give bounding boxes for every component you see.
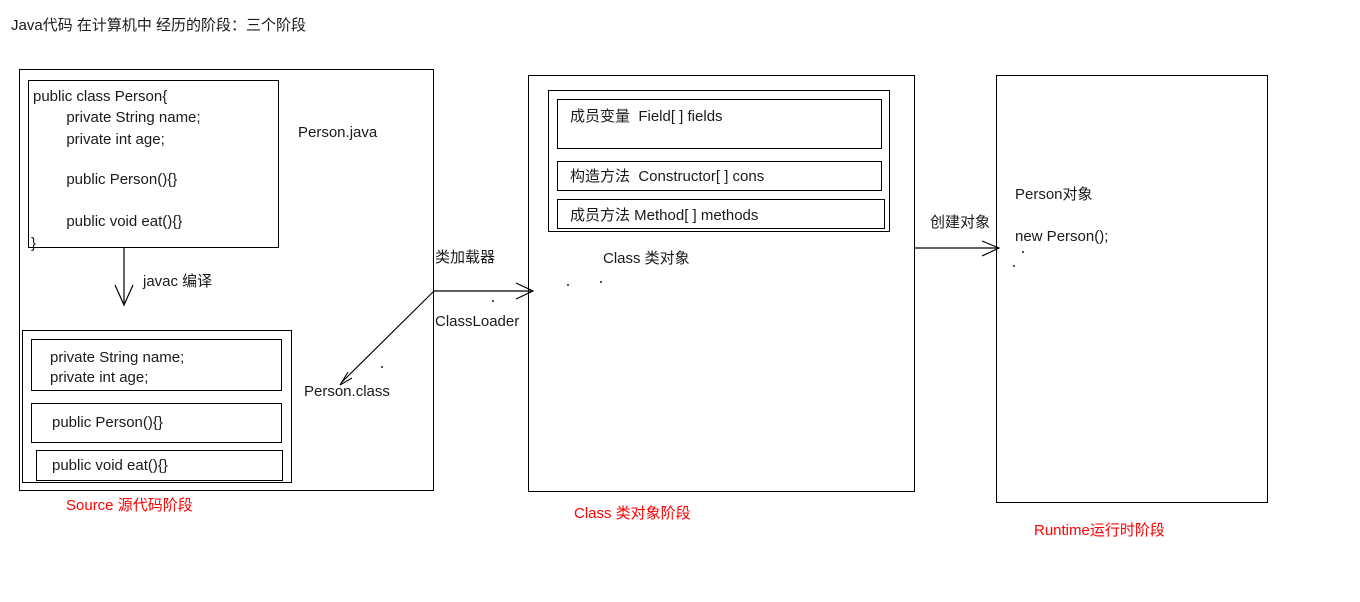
source-code-line-1: private String name; bbox=[33, 109, 201, 126]
stage1-container bbox=[19, 69, 434, 491]
stage3-label: Runtime运行时阶段 bbox=[1034, 522, 1165, 539]
artifact-dot bbox=[1022, 251, 1024, 253]
artifact-dot bbox=[567, 284, 569, 286]
class-fields-label: 成员变量 Field[ ] fields bbox=[570, 108, 723, 125]
class-fields-box bbox=[557, 99, 882, 149]
class-methods-box bbox=[557, 199, 885, 229]
class-constructors-label: 构造方法 Constructor[ ] cons bbox=[570, 168, 765, 185]
stage2-members-box bbox=[548, 90, 890, 232]
compiled-method-box bbox=[36, 450, 283, 481]
person-class-label: Person.class bbox=[304, 383, 390, 400]
class-constructors-box bbox=[557, 161, 882, 191]
create-object-label: 创建对象 bbox=[930, 214, 991, 231]
person-java-label: Person.java bbox=[298, 124, 378, 141]
runtime-object-label: Person对象 bbox=[1015, 186, 1093, 203]
source-code-line-0: public class Person{ bbox=[33, 88, 168, 105]
artifact-dot bbox=[492, 300, 494, 302]
artifact-dot bbox=[1013, 265, 1015, 267]
javac-compile-label: javac 编译 bbox=[143, 273, 213, 290]
compiled-field-name: private String name; bbox=[50, 349, 185, 366]
stage1-compiled-box bbox=[22, 330, 292, 483]
source-code-line-6: public void eat(){} bbox=[33, 213, 183, 230]
class-methods-label: 成员方法 Method[ ] methods bbox=[570, 207, 759, 224]
artifact-dot bbox=[381, 366, 383, 368]
class-object-caption: Class 类对象 bbox=[603, 250, 690, 267]
stage1-label: Source 源代码阶段 bbox=[66, 497, 193, 514]
artifact-dot bbox=[600, 281, 602, 283]
stage3-container bbox=[996, 75, 1268, 503]
classloader-label-en: ClassLoader bbox=[435, 313, 520, 330]
source-code-line-2: private int age; bbox=[33, 131, 165, 148]
stage2-label: Class 类对象阶段 bbox=[574, 505, 691, 522]
source-code-line-7: } bbox=[31, 235, 37, 252]
source-code-line-4: public Person(){} bbox=[33, 171, 178, 188]
stage1-source-code-box bbox=[28, 80, 279, 248]
compiled-constructor-box bbox=[31, 403, 282, 443]
page-title: Java代码 在计算机中 经历的阶段：三个阶段 bbox=[11, 17, 307, 34]
runtime-object-code: new Person(); bbox=[1015, 228, 1109, 245]
classloader-label-cn: 类加载器 bbox=[435, 249, 496, 266]
compiled-field-age: private int age; bbox=[50, 369, 149, 386]
compiled-method-label: public void eat(){} bbox=[52, 457, 168, 474]
compiled-fields-box bbox=[31, 339, 282, 391]
compiled-constructor-label: public Person(){} bbox=[52, 414, 163, 431]
